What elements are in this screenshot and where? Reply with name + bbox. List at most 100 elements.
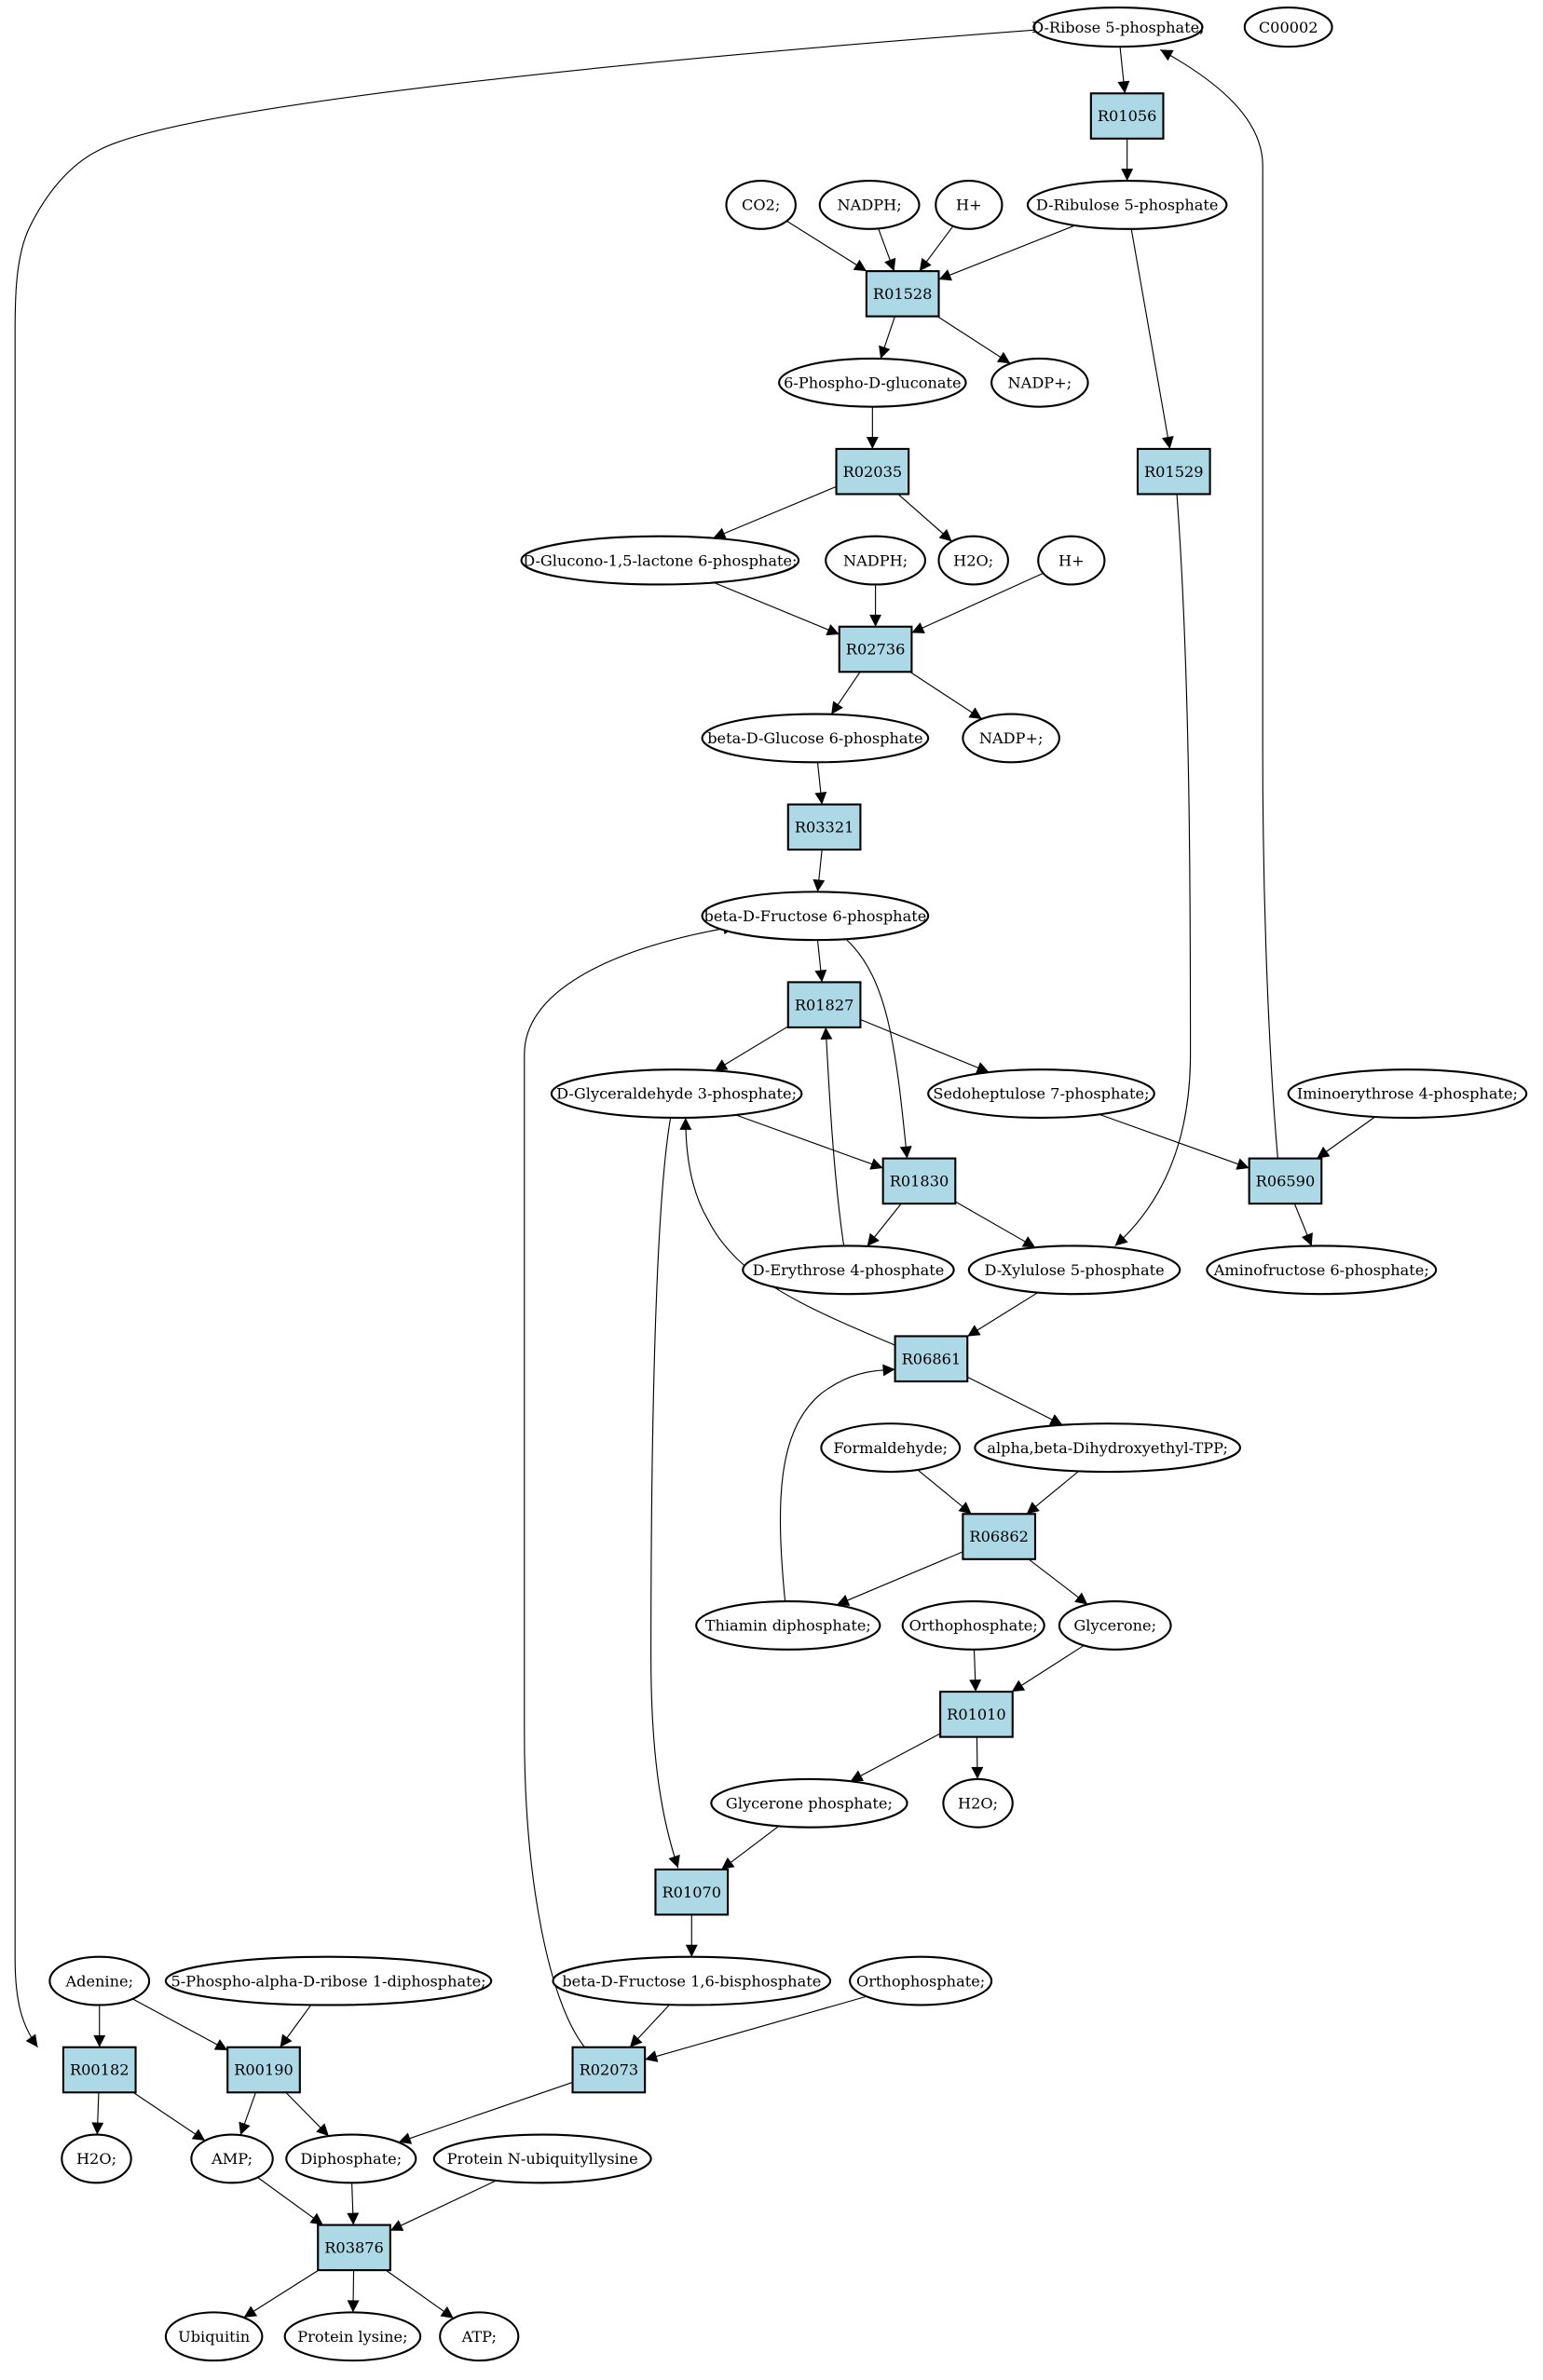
reaction-node-r01827[interactable]: R01827 (786, 981, 862, 1028)
reaction-box (939, 1691, 1014, 1738)
metabolite-label: NADPH; (838, 197, 902, 214)
reaction-node-r02035[interactable]: R02035 (835, 447, 910, 496)
reaction-node-r01056[interactable]: R01056 (1089, 92, 1165, 140)
reaction-label: R02736 (846, 641, 906, 659)
reaction-node-r01010[interactable]: R01010 (939, 1691, 1014, 1738)
metabolite-label: D-Ribose 5-phosphate; (1031, 19, 1204, 36)
edge-glac-to-r02736 (713, 581, 840, 636)
metabolite-node-amp[interactable]: AMP; (190, 2133, 274, 2184)
edge-r00182-to-amp (132, 2091, 206, 2142)
edge-r02035-to-h2o1 (897, 494, 952, 542)
metabolite-node-h2o1[interactable]: H2O; (937, 535, 1009, 586)
metabolite-node-tpp[interactable]: Thiamin diphosphate; (695, 1600, 881, 1651)
metabolite-node-c00002[interactable]: C00002 (1243, 7, 1333, 48)
metabolite-node-fbp[interactable]: beta-D-Fructose 1,6-bisphosphate (552, 1955, 832, 2006)
metabolite-label: NADP+; (1008, 374, 1072, 391)
metabolite-node-adenine[interactable]: Adenine; (48, 1955, 151, 2006)
metabolite-node-bg6p[interactable]: beta-D-Glucose 6-phosphate (701, 713, 930, 764)
reaction-node-r03876[interactable]: R03876 (317, 2224, 391, 2272)
metabolite-shape (927, 1068, 1155, 1120)
metabolite-shape (901, 1600, 1045, 1651)
metabolite-node-ribu5p[interactable]: D-Ribulose 5-phosphate (1026, 180, 1228, 230)
metabolite-node-ppi[interactable]: Diphosphate; (285, 2133, 417, 2184)
reaction-node-r06590[interactable]: R06590 (1248, 1157, 1323, 1205)
edge-e4p-to-r01827 (820, 1027, 845, 1246)
reaction-node-r01529[interactable]: R01529 (1136, 447, 1211, 496)
metabolite-label: beta-D-Glucose 6-phosphate (707, 729, 922, 747)
reaction-label: R01070 (662, 1884, 722, 1901)
reaction-box (571, 2046, 647, 2094)
metabolite-shape (550, 1068, 803, 1120)
reaction-node-r06862[interactable]: R06862 (962, 1513, 1037, 1560)
reaction-node-r06861[interactable]: R06861 (894, 1335, 969, 1383)
metabolite-node-x5p[interactable]: D-Xylulose 5-phosphate (967, 1244, 1181, 1296)
reaction-box (61, 2046, 137, 2094)
metabolite-shape (849, 1955, 993, 2006)
metabolite-node-bf6p[interactable]: beta-D-Fructose 6-phosphate (701, 891, 930, 942)
metabolite-node-ubq[interactable]: Ubiquitin (164, 2311, 264, 2362)
metabolite-node-atp[interactable]: ATP; (439, 2311, 520, 2362)
metabolite-node-rib5p[interactable]: D-Ribose 5-phosphate; (1031, 7, 1205, 48)
metabolite-node-hcho[interactable]: Formaldehyde; (820, 1422, 962, 1474)
metabolite-node-af6p[interactable]: Aminofructose 6-phosphate; (1206, 1244, 1438, 1296)
metabolite-shape (701, 891, 930, 942)
reaction-node-r02073[interactable]: R02073 (571, 2046, 647, 2094)
metabolite-node-e4p[interactable]: D-Erythrose 4-phosphate (742, 1244, 955, 1296)
metabolite-node-h2o2[interactable]: H2O; (942, 1777, 1014, 1829)
metabolite-label: C00002 (1259, 19, 1318, 36)
metabolite-node-prpp[interactable]: 5-Phospho-alpha-D-ribose 1-diphosphate; (164, 1955, 493, 2006)
reaction-label: R02073 (580, 2061, 639, 2079)
reaction-box (1089, 92, 1165, 140)
metabolite-shape (742, 1244, 955, 1296)
metabolite-node-nadp1[interactable]: NADP+; (990, 357, 1089, 408)
reaction-node-r00190[interactable]: R00190 (226, 2046, 301, 2094)
metabolite-node-hplus1[interactable]: H+ (935, 180, 1004, 230)
metabolite-node-ga3p[interactable]: D-Glyceraldehyde 3-phosphate; (550, 1068, 803, 1120)
metabolite-shape (701, 713, 930, 764)
metabolite-node-hplus2[interactable]: H+ (1037, 535, 1106, 586)
edge-amp-to-r03876 (257, 2177, 324, 2226)
metabolite-node-pgluc[interactable]: 6-Phospho-D-gluconate (778, 357, 967, 408)
metabolite-label: Glycerone phosphate; (726, 1794, 893, 1812)
metabolite-node-ie4p[interactable]: Iminoerythrose 4-phosphate; (1287, 1068, 1528, 1120)
reaction-node-r03321[interactable]: R03321 (786, 803, 862, 851)
metabolite-node-dha[interactable]: Glycerone; (1058, 1600, 1172, 1651)
metabolite-node-h2o3[interactable]: H2O; (61, 2133, 132, 2184)
edge-r03876-to-plys (347, 2270, 360, 2313)
reaction-node-r01830[interactable]: R01830 (881, 1157, 957, 1205)
reaction-node-r01528[interactable]: R01528 (865, 270, 940, 318)
edge-r02073-to-ppi (398, 2081, 573, 2144)
metabolite-label: beta-D-Fructose 6-phosphate (704, 907, 927, 925)
metabolite-label: 5-Phospho-alpha-D-ribose 1-diphosphate; (171, 1972, 485, 1990)
reaction-label: R01010 (947, 1706, 1006, 1723)
edge-r06590-to-rib5p (1159, 48, 1278, 1159)
reaction-label: R03876 (324, 2239, 384, 2257)
metabolite-shape (283, 2311, 422, 2362)
edge-r02736-to-bg6p (830, 671, 861, 715)
metabolite-node-pubq[interactable]: Protein N-ubiquityllysine (432, 2133, 652, 2184)
metabolite-node-glac[interactable]: D-Glucono-1,5-lactone 6-phosphate; (520, 535, 800, 586)
metabolite-node-pi1[interactable]: Orthophosphate; (901, 1600, 1045, 1651)
metabolite-node-nadph1[interactable]: NADPH; (818, 180, 921, 230)
edge-adenine-to-r00190 (132, 1998, 228, 2051)
reaction-node-r02736[interactable]: R02736 (838, 625, 913, 673)
metabolite-node-plys[interactable]: Protein lysine; (283, 2311, 422, 2362)
metabolite-node-co2[interactable]: CO2; (725, 180, 797, 230)
metabolite-node-nadph2[interactable]: NADPH; (825, 535, 927, 586)
metabolite-label: CO2; (742, 197, 780, 214)
metabolite-node-pi2[interactable]: Orthophosphate; (849, 1955, 993, 2006)
edge-rib5p-to-r01056 (1117, 47, 1130, 94)
metabolite-shape (937, 535, 1009, 586)
metabolite-shape (1058, 1600, 1172, 1651)
metabolite-shape (520, 535, 800, 586)
metabolite-node-dhap[interactable]: Glycerone phosphate; (710, 1777, 908, 1829)
metabolite-label: Sedoheptulose 7-phosphate; (933, 1085, 1149, 1103)
reaction-node-r00182[interactable]: R00182 (61, 2046, 137, 2094)
metabolite-node-nadp2[interactable]: NADP+; (962, 713, 1060, 764)
reaction-node-r01070[interactable]: R01070 (654, 1868, 730, 1916)
edge-r01528-to-pgluc (879, 316, 895, 360)
metabolite-node-adtpp[interactable]: alpha,beta-Dihydroxyethyl-TPP; (974, 1422, 1241, 1474)
metabolite-node-s7p[interactable]: Sedoheptulose 7-phosphate; (927, 1068, 1155, 1120)
edge-r02736-to-nadp2 (909, 671, 983, 720)
